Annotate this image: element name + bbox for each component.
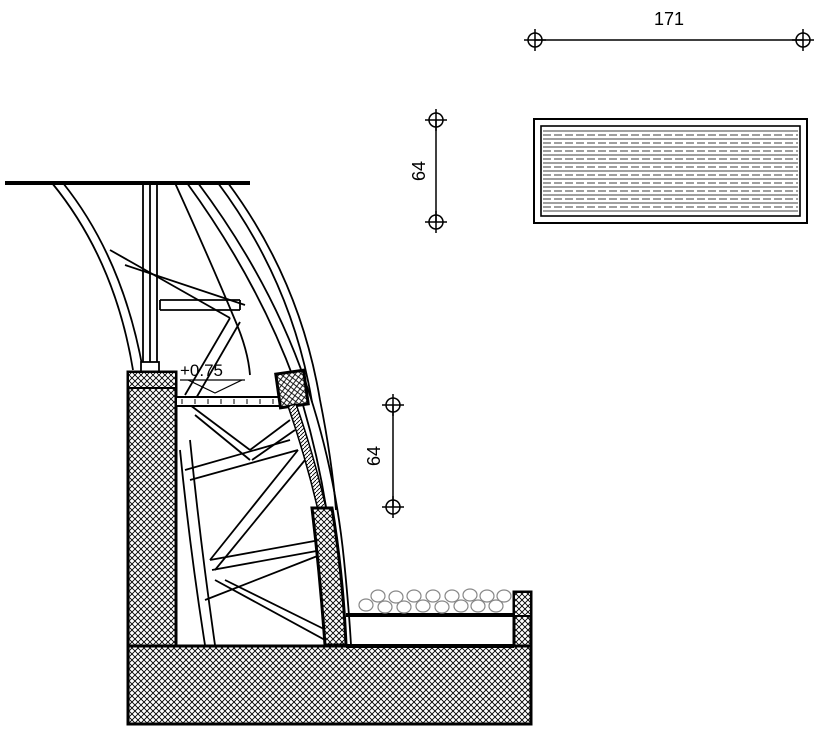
gravel-bed	[346, 588, 515, 617]
dimension-marker-icon	[424, 210, 448, 234]
dimension-side: 64	[409, 108, 448, 234]
elevation-marker: +0.75	[180, 361, 245, 394]
dimension-side-label: 64	[409, 161, 429, 181]
dimension-marker-icon	[381, 495, 405, 519]
elevation-label: +0.75	[180, 361, 223, 380]
canopy-frame	[51, 182, 352, 646]
dimension-marker-icon	[791, 28, 815, 52]
dimension-middle: 64	[364, 393, 405, 519]
dimension-top: 171	[523, 9, 815, 52]
edge-beam	[175, 368, 310, 410]
left-wall	[126, 370, 178, 648]
dimension-marker-icon	[523, 28, 547, 52]
slat-section-detail	[533, 118, 808, 224]
dimension-top-label: 171	[654, 9, 684, 29]
foundation-slab	[126, 644, 533, 726]
dimension-marker-icon	[381, 393, 405, 417]
dimension-marker-icon	[424, 108, 448, 132]
right-kerb	[512, 590, 533, 648]
dimension-middle-label: 64	[364, 446, 384, 466]
